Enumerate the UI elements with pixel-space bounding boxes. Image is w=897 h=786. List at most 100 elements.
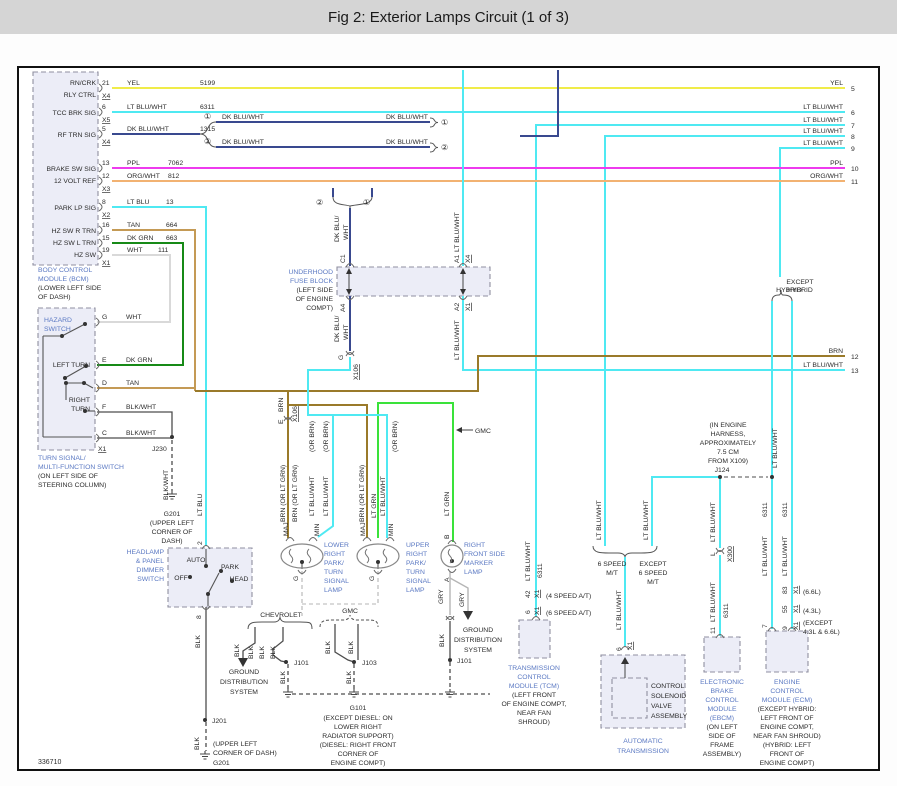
lamp-0 [280, 543, 324, 569]
lamp-filament-3 [382, 548, 388, 564]
diagram-label: 13 [166, 199, 174, 206]
diagram-label: ENGINE COMPT) [760, 760, 815, 767]
pin-cap-30 [98, 163, 103, 173]
ground-symbol-2 [283, 689, 293, 698]
diagram-label: TRANSMISSION [508, 665, 560, 672]
diagram-label: (EXCEPT [803, 620, 832, 627]
internal-line-4 [64, 365, 87, 379]
diagram-label: M/T [606, 570, 618, 577]
wire-gry-45 [302, 571, 379, 605]
diagram-label: LT BLU/WHT [803, 128, 843, 135]
brace-6 [247, 616, 313, 630]
diagram-label: TURN [324, 569, 343, 576]
diagram-label: 11 [851, 179, 858, 186]
diagram-label: ELECTRONIC [700, 679, 744, 686]
pin-cap-14 [458, 295, 468, 300]
junction-dot-13 [63, 376, 67, 380]
diagram-label: BRAKE [710, 688, 734, 695]
diagram-label: (EXCEPT HYBRID: [758, 706, 817, 713]
arrowhead-6 [460, 268, 466, 274]
diagram-label: E [102, 357, 107, 364]
component-box-6 [611, 677, 648, 719]
diagram-label: (UPPER LEFT [150, 520, 194, 527]
diagram-label: D [102, 380, 107, 387]
component-box-7 [703, 636, 741, 673]
diagram-label: 16 [102, 222, 110, 229]
pin-cap-19 [345, 350, 355, 355]
diagram-label: C1 [340, 254, 347, 263]
diagram-label: ENGINE [774, 679, 801, 686]
diagram-label: RIGHT [406, 551, 427, 558]
diagram-label: SOLENOID [651, 693, 686, 700]
diagram-label: YEL [830, 80, 843, 87]
lamp-filament-0 [288, 548, 294, 564]
diagram-label: ② [204, 137, 211, 146]
diagram-label: 6311 [200, 104, 215, 111]
pin-cap-12 [447, 540, 457, 545]
diagram-label: (EXCEPT DIESEL: ON [323, 715, 392, 722]
pin-cap-13 [345, 295, 355, 300]
diagram-label: WHT [343, 225, 350, 240]
pin-cap-36 [95, 317, 100, 327]
diagram-label: LAMP [324, 587, 343, 594]
diagram-label: (6 SPEED A/T) [546, 610, 591, 617]
diagram-label: TRANSMISSION [617, 748, 669, 755]
diagram-label: BRAKE SW SIG [47, 166, 96, 173]
diagram-label: LT BLU/WHT [616, 590, 623, 630]
diagram-label: (LOWER LEFT SIDE [38, 285, 102, 292]
diagram-label: STEERING COLUMN) [38, 482, 106, 489]
brace-3 [429, 142, 439, 153]
diagram-label: RF TRN SIG [58, 132, 96, 139]
pin-cap-17 [373, 569, 383, 574]
pin-cap-34 [98, 238, 103, 248]
diagram-label: 8 [196, 615, 203, 619]
wire-tan-8 [112, 229, 196, 391]
wire-dk_grn-10 [97, 242, 184, 366]
diagram-label: HYBRID [787, 287, 813, 294]
pin-cap-18 [447, 568, 457, 573]
pin-cap-33 [98, 225, 103, 235]
junction-dot-10 [60, 334, 64, 338]
diagram-label: ORG/WHT [810, 173, 843, 180]
diagram-label: B [444, 534, 451, 539]
diagram-label: GMC [475, 428, 491, 435]
diagram-label: CONTROL [770, 688, 803, 695]
diagram-label: 7062 [168, 160, 183, 167]
diagram-label: 42 [525, 590, 532, 598]
diagram-label: HEADLAMP [127, 549, 165, 556]
wire-dk_blu-15 [520, 70, 559, 137]
diagram-label: LT BLU [127, 199, 150, 206]
diagram-label: X4 [102, 139, 111, 146]
diagram-label: A1 [454, 254, 461, 263]
diagram-label: NEAR FAN [517, 710, 551, 717]
pin-cap-11 [385, 537, 395, 542]
diagram-label: SWITCH [44, 326, 71, 333]
diagram-label: X1 [534, 589, 541, 598]
wire-lt_blu-2 [535, 124, 845, 617]
pin-cap-4 [715, 634, 725, 639]
diagram-label: (LEFT SIDE [296, 287, 333, 294]
pin-cap-0 [345, 263, 355, 268]
pin-cap-3 [620, 646, 630, 651]
diagram-label: LT BLU/WHT [525, 541, 532, 581]
diagram-label: 12 [851, 354, 859, 361]
diagram-label: (LEFT FRONT [512, 692, 556, 699]
diagram-label: ① [204, 112, 211, 121]
pin-cap-26 [445, 616, 455, 621]
diagram-label: 10 [851, 166, 859, 173]
diagram-label: BLK [270, 646, 277, 659]
junction-dot-5 [718, 475, 722, 479]
diagram-label: 6 [616, 647, 623, 651]
diagram-label: HZ SW R TRN [52, 228, 97, 235]
diagram-label: MODULE (BCM) [38, 276, 89, 283]
diagram-label: SHROUD) [518, 719, 550, 726]
diagram-label: (UPPER LEFT [213, 741, 257, 748]
diagram-label: WHT [127, 247, 142, 254]
diagram-label: G [102, 314, 107, 321]
diagram-label: BLK [195, 635, 202, 648]
diagram-label: LEFT TURN [53, 362, 90, 369]
diagram-label: WHT [126, 314, 141, 321]
diagram-label: BLK [234, 644, 241, 657]
pin-cap-8 [285, 537, 295, 542]
diagram-label: TURN [406, 569, 425, 576]
